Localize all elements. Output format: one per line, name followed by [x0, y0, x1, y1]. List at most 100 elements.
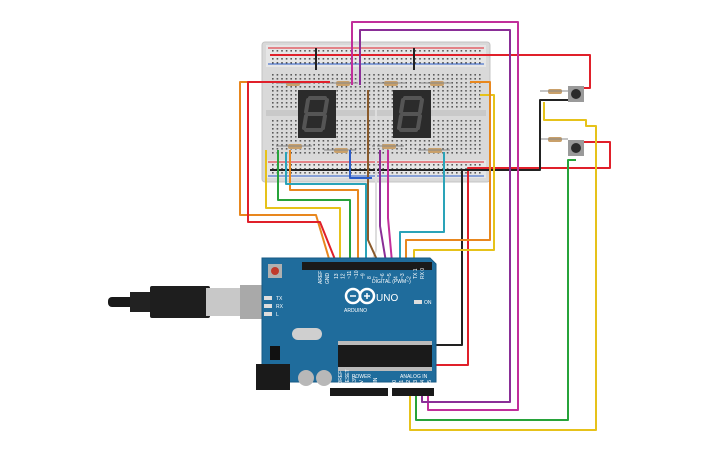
breadboard-hole [331, 152, 334, 154]
breadboard-hole [350, 94, 352, 96]
vin-label: VIN [373, 377, 379, 386]
breadboard-hole [437, 78, 440, 80]
breadboard-hole [387, 90, 389, 92]
breadboard-hole [410, 74, 412, 76]
breadboard-hole [460, 50, 463, 52]
breadboard-hole [446, 132, 449, 134]
reset-label: RESET [345, 369, 351, 386]
seven-segment-display[interactable] [298, 90, 336, 138]
breadboard-hole [285, 94, 288, 96]
breadboard-hole [382, 102, 384, 104]
breadboard-hole [419, 164, 421, 166]
breadboard-hole [345, 106, 348, 108]
breadboard-hole [345, 90, 348, 92]
breadboard-hole [400, 140, 403, 142]
breadboard-hole [377, 78, 380, 80]
breadboard-hole [341, 144, 343, 146]
breadboard-hole [327, 78, 329, 80]
breadboard-hole [276, 90, 279, 92]
breadboard-hole [474, 172, 476, 174]
breadboard-hole [377, 172, 380, 174]
breadboard-hole [377, 132, 380, 134]
breadboard-hole [354, 144, 357, 146]
breadboard-hole [281, 136, 283, 138]
breadboard-hole [414, 78, 417, 80]
breadboard-hole [400, 74, 403, 76]
breadboard-hole [308, 148, 311, 150]
breadboard-hole [354, 128, 357, 130]
breadboard-hole [299, 168, 302, 170]
breadboard-hole [479, 124, 481, 126]
breadboard-hole [391, 120, 394, 122]
breadboard-hole [405, 74, 407, 76]
breadboard-hole [451, 90, 453, 92]
breadboard-hole [281, 152, 283, 154]
breadboard-hole [290, 152, 292, 154]
wire-black [270, 99, 568, 171]
breadboard-hole [327, 74, 329, 76]
breadboard-hole [479, 50, 481, 52]
breadboard-hole [359, 106, 361, 108]
breadboard-hole [382, 168, 384, 170]
breadboard-hole [331, 140, 334, 142]
breadboard-hole [451, 50, 453, 52]
breadboard-hole [322, 62, 325, 64]
board-model: UNO [376, 293, 398, 304]
breadboard-hole [396, 144, 398, 146]
breadboard-hole [318, 74, 320, 76]
breadboard-hole [382, 62, 384, 64]
breadboard-hole [295, 74, 297, 76]
breadboard-hole [368, 50, 371, 52]
breadboard-hole [304, 58, 306, 60]
breadboard-hole [465, 132, 467, 134]
breadboard-hole [442, 90, 444, 92]
seven-segment-display[interactable] [393, 90, 431, 138]
breadboard-hole [331, 148, 334, 150]
breadboard-hole [428, 50, 430, 52]
breadboard-hole [368, 140, 371, 142]
breadboard-hole [433, 140, 435, 142]
breadboard-hole [433, 86, 435, 88]
breadboard-hole [341, 62, 343, 64]
breadboard-hole [313, 140, 315, 142]
push-button[interactable] [568, 86, 584, 102]
breadboard-hole [437, 144, 440, 146]
breadboard-hole [276, 50, 279, 52]
breadboard-hole [423, 86, 426, 88]
breadboard-hole [354, 74, 357, 76]
breadboard-hole [465, 98, 467, 100]
breadboard-hole [359, 120, 361, 122]
breadboard-hole [451, 152, 453, 154]
breadboard-hole [364, 90, 366, 92]
breadboard-hole [428, 172, 430, 174]
digital-pin-label: ~11 [347, 271, 353, 279]
breadboard-hole [469, 58, 472, 60]
breadboard-hole [474, 136, 476, 138]
breadboard-hole [391, 50, 394, 52]
breadboard-hole [272, 94, 274, 96]
breadboard-hole [295, 136, 297, 138]
breadboard-hole [433, 164, 435, 166]
breadboard-hole [456, 98, 458, 100]
breadboard-hole [327, 58, 329, 60]
analog-pin-a0: A0 [392, 380, 398, 386]
power-jack [256, 364, 290, 390]
breadboard-hole [474, 140, 476, 142]
digital-pin-label: RX 0 [420, 268, 426, 279]
breadboard-hole [295, 78, 297, 80]
breadboard-hole [442, 74, 444, 76]
breadboard-hole [272, 148, 274, 150]
breadboard-hole [272, 106, 274, 108]
breadboard-hole [451, 124, 453, 126]
breadboard-hole [400, 172, 403, 174]
breadboard-hole [345, 164, 348, 166]
breadboard-hole [433, 98, 435, 100]
breadboard-hole [405, 164, 407, 166]
push-button[interactable] [568, 140, 584, 156]
breadboard-hole [285, 148, 288, 150]
breadboard-hole [322, 168, 325, 170]
breadboard-hole [391, 172, 394, 174]
breadboard-hole [423, 78, 426, 80]
breadboard-hole [373, 164, 375, 166]
